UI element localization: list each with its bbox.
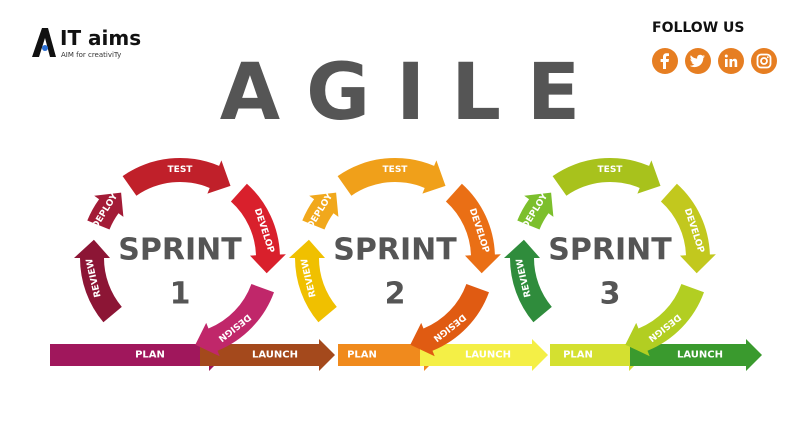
develop-arrow-3 <box>660 183 716 274</box>
logo-icon <box>32 28 56 57</box>
plan-arrow-2 <box>338 339 440 371</box>
plan-arrow-3 <box>550 339 645 371</box>
plan-label-3: PLAN <box>563 350 593 361</box>
plan-arrow-1 <box>50 339 225 371</box>
design-arrow-3 <box>625 284 704 357</box>
review-arrow-1 <box>74 239 122 323</box>
follow-title: FOLLOW US <box>652 20 745 36</box>
test-label-2: TEST <box>383 165 409 175</box>
deploy-arrow-1 <box>87 192 124 230</box>
plan-label-2: PLAN <box>347 350 377 361</box>
design-arrow-1 <box>195 284 274 357</box>
sprint-number-3: 3 <box>600 277 621 312</box>
launch-arrow-2 <box>420 339 548 371</box>
page-title: AGILE <box>219 48 607 138</box>
sprint-label-1: SPRINT <box>118 233 242 268</box>
brand-logo: IT aims AIM for creativiTy <box>30 26 150 66</box>
launch-arrow-1 <box>200 339 335 371</box>
test-arrow-3 <box>552 157 661 196</box>
test-arrow-1 <box>122 157 231 196</box>
review-arrow-3 <box>504 239 552 323</box>
facebook-icon[interactable] <box>652 48 678 74</box>
sprint-label-2: SPRINT <box>333 233 457 268</box>
brand-name: IT aims <box>60 26 142 50</box>
test-label-3: TEST <box>598 165 624 175</box>
launch-arrow-3 <box>630 339 762 371</box>
develop-arrow-1 <box>230 183 286 274</box>
launch-label-3: LAUNCH <box>677 350 723 361</box>
develop-arrow-2 <box>445 183 501 274</box>
launch-label-2: LAUNCH <box>465 350 511 361</box>
deploy-arrow-2 <box>302 192 339 230</box>
deploy-arrow-3 <box>517 192 554 230</box>
launch-label-1: LAUNCH <box>252 350 298 361</box>
design-arrow-2 <box>410 284 489 357</box>
review-arrow-2 <box>289 239 337 323</box>
brand-tagline: AIM for creativiTy <box>61 51 122 59</box>
linkedin-icon[interactable] <box>718 48 744 74</box>
sprint-number-1: 1 <box>170 277 191 312</box>
plan-label-1: PLAN <box>135 350 165 361</box>
twitter-icon[interactable] <box>685 48 711 74</box>
follow-us: FOLLOW US <box>652 20 792 80</box>
test-label-1: TEST <box>168 165 194 175</box>
test-arrow-2 <box>337 157 446 196</box>
sprint-label-3: SPRINT <box>548 233 672 268</box>
instagram-icon[interactable] <box>751 48 777 74</box>
sprint-number-2: 2 <box>385 277 406 312</box>
